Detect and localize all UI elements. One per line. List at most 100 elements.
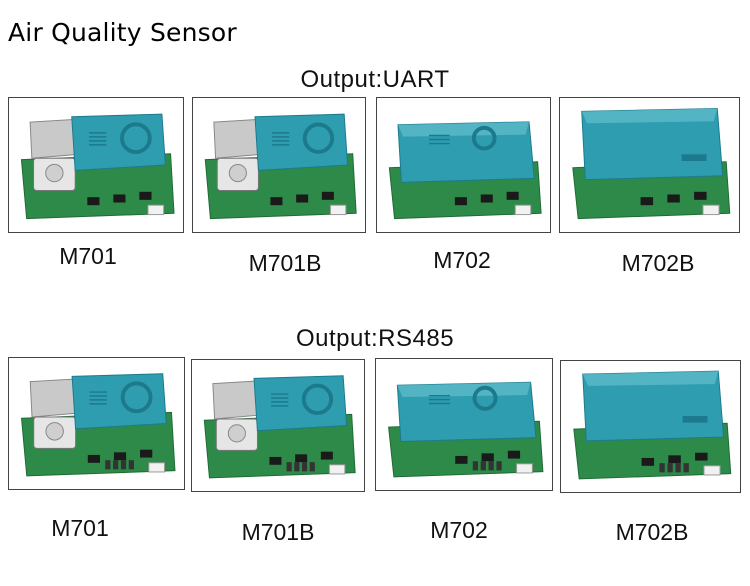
- chip: [667, 194, 680, 203]
- dip-switch: [301, 462, 308, 472]
- chip: [641, 457, 655, 466]
- pm-housing: [254, 113, 349, 171]
- metal-shield: [212, 380, 262, 420]
- product-image-m702: [388, 121, 542, 220]
- chip: [455, 455, 468, 464]
- dip-switch: [309, 462, 315, 472]
- chip: [321, 191, 334, 200]
- connector: [147, 204, 165, 216]
- product-card-uart-m701b[interactable]: [192, 97, 366, 233]
- sensor-window: [228, 163, 247, 183]
- housing-highlight: [397, 382, 531, 398]
- metal-shield: [213, 118, 263, 159]
- product-card-rs485-m702b[interactable]: [560, 360, 741, 493]
- metal-shield: [29, 378, 80, 418]
- model-label-uart-m701: M701: [59, 243, 117, 269]
- chip: [270, 197, 283, 206]
- chip: [694, 191, 707, 200]
- metal-shield: [29, 118, 80, 159]
- model-label-rs485-m701b: M701B: [241, 519, 315, 545]
- product-card-rs485-m701[interactable]: [8, 357, 185, 490]
- fan-icon: [472, 385, 498, 411]
- product-card-uart-m702b[interactable]: [559, 97, 740, 233]
- dip-switch: [675, 463, 681, 473]
- product-card-rs485-m701b[interactable]: [191, 359, 365, 492]
- dip-switch: [113, 460, 119, 470]
- housing-highlight: [582, 371, 719, 386]
- module-illustration: [573, 370, 732, 480]
- chip: [140, 449, 153, 458]
- connector: [148, 462, 165, 473]
- model-label-uart-m702: M702: [433, 247, 491, 273]
- product-image-m701b: [203, 375, 356, 479]
- pm-housing: [71, 113, 166, 171]
- product-image-m702b: [573, 370, 732, 480]
- dip-switch: [128, 460, 134, 470]
- module-illustration: [20, 373, 176, 477]
- vent-slot: [682, 416, 708, 423]
- product-image-m701: [20, 113, 175, 220]
- dip-switch: [105, 460, 111, 470]
- product-image-m701b: [204, 113, 357, 220]
- connector: [516, 463, 533, 474]
- vent-slot: [681, 154, 707, 161]
- module-illustration: [204, 113, 357, 220]
- chip: [668, 455, 681, 464]
- pm-housing: [396, 381, 537, 443]
- dip-switch: [667, 463, 673, 473]
- dip-switch: [480, 461, 486, 471]
- chip: [454, 197, 467, 206]
- model-label-rs485-m702: M702: [430, 517, 488, 543]
- dip-switch: [294, 462, 300, 472]
- pm-housing: [253, 375, 348, 432]
- chip: [113, 452, 127, 461]
- chip: [296, 194, 309, 203]
- page-title: Air Quality Sensor: [8, 18, 237, 47]
- product-image-m702b: [572, 107, 731, 220]
- product-image-m701: [20, 373, 176, 477]
- section-heading-uart: Output:UART: [300, 66, 450, 93]
- chip: [481, 453, 494, 462]
- dip-switch: [472, 461, 479, 471]
- dip-switch: [488, 461, 494, 471]
- connector: [703, 465, 721, 476]
- fan-icon: [471, 125, 497, 151]
- module-illustration: [388, 121, 542, 220]
- module-illustration: [203, 375, 356, 479]
- chip: [506, 191, 519, 200]
- sensor-window: [45, 163, 64, 183]
- model-label-uart-m701b: M701B: [248, 250, 322, 276]
- chip: [113, 194, 126, 203]
- dip-switch: [683, 463, 689, 473]
- model-label-uart-m702b: M702B: [621, 250, 695, 276]
- chip: [507, 450, 521, 459]
- module-illustration: [572, 107, 731, 220]
- connector: [329, 204, 347, 216]
- fan-icon: [120, 381, 153, 414]
- chip: [695, 452, 708, 461]
- dip-switch: [120, 460, 127, 470]
- product-card-uart-m702[interactable]: [376, 97, 551, 233]
- module-illustration: [20, 113, 175, 220]
- model-label-rs485-m701: M701: [51, 515, 109, 541]
- connector: [328, 464, 346, 475]
- fan-icon: [301, 383, 334, 415]
- chip: [480, 194, 493, 203]
- sensor-window: [227, 424, 246, 443]
- module-illustration: [388, 381, 544, 478]
- fan-icon: [302, 122, 335, 154]
- chip: [139, 191, 152, 200]
- product-card-rs485-m702[interactable]: [375, 358, 553, 491]
- pm-housing: [582, 370, 725, 442]
- product-card-uart-m701[interactable]: [8, 97, 184, 233]
- dip-switch: [286, 462, 292, 472]
- housing-highlight: [581, 108, 718, 124]
- chip: [640, 197, 654, 206]
- sensor-window: [45, 422, 64, 441]
- connector: [702, 204, 720, 216]
- chip: [87, 197, 100, 206]
- dip-switch: [496, 461, 502, 471]
- fan-icon: [120, 122, 152, 155]
- product-image-m702: [388, 381, 544, 478]
- chip: [320, 451, 333, 460]
